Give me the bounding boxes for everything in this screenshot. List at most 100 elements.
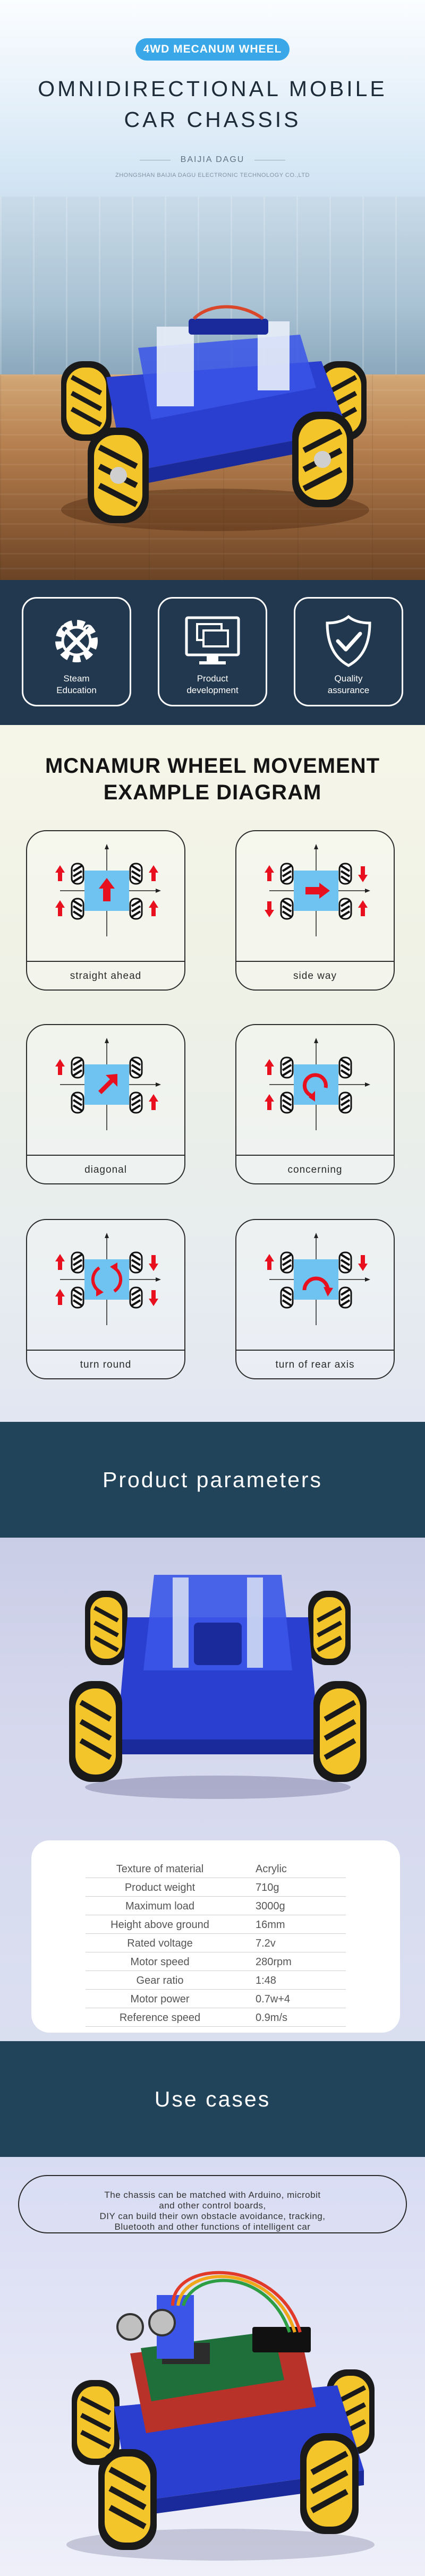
mecanum-wheel [338, 863, 352, 885]
use-description-text: The chassis can be matched with Arduino,… [19, 2190, 406, 2232]
mecanum-wheel [129, 1286, 143, 1309]
use-cases-header: Use cases [0, 2041, 425, 2157]
wheel-roller [72, 865, 83, 872]
axis-arrow-icon [105, 1233, 109, 1238]
arrow-up-icon [55, 865, 65, 881]
arrow-up-icon [265, 865, 274, 881]
mecanum-wheel [129, 1091, 143, 1114]
diagram-title-line2: EXAMPLE DIAGRAM [103, 781, 322, 804]
arrow-down-icon [149, 1255, 158, 1271]
wheel-roller [340, 870, 351, 877]
wheel-roller [340, 1069, 351, 1077]
front-left-wheel [88, 428, 149, 523]
wheel-roller [72, 1059, 83, 1066]
hero-title-line2: CAR CHASSIS [124, 107, 301, 132]
wheel-roller [72, 910, 83, 918]
card-diagonal: diagonal [26, 1024, 185, 1184]
param-value: 0.7w+4 [256, 1993, 291, 2005]
feature-label-line1: Quality [334, 673, 363, 684]
arrow-up-icon [149, 865, 158, 881]
wheel-roller [72, 1289, 83, 1296]
arrow-diagonal-icon [98, 1074, 117, 1094]
arrow-head-icon [324, 1287, 333, 1296]
param-value: 7.2v [256, 1938, 276, 1949]
use-line: Bluetooth and other functions of intelli… [114, 2222, 311, 2232]
arrow-up-icon [265, 1254, 274, 1270]
mecanum-wheel [71, 1056, 84, 1079]
wheel-roller [340, 1064, 351, 1071]
param-key: Texture of material [116, 1863, 204, 1875]
wheel-roller [72, 1104, 83, 1112]
mecanum-wheel [129, 863, 143, 885]
arrow-down-icon [149, 1290, 158, 1306]
mecanum-wheel [280, 1251, 294, 1274]
rotate-arrow-icon [302, 1073, 328, 1098]
brand-name: BAIJIA DAGU [180, 155, 245, 164]
card-caption: turn of rear axis [275, 1359, 355, 1370]
card-caption: straight ahead [70, 970, 142, 982]
mecanum-wheel [71, 1251, 84, 1274]
mecanum-wheel [338, 1251, 352, 1274]
wheel-roller [131, 1104, 141, 1112]
mecanum-wheel [338, 898, 352, 920]
wheel-roller [282, 900, 292, 907]
wheel-roller [282, 1064, 292, 1071]
wheel-roller [72, 1253, 83, 1261]
wheel-roller [340, 905, 351, 912]
wheel-roller [282, 1094, 292, 1101]
feature-label: Steam Education [23, 673, 130, 696]
wheel-roller [72, 1069, 83, 1077]
axis-arrow-icon [314, 844, 318, 849]
turn-round-diagram [55, 1233, 161, 1325]
wheel-roller [131, 1299, 141, 1307]
arrow-head-icon [309, 1091, 315, 1102]
arrow-down-icon [265, 901, 274, 917]
features-section: Steam Education Product development [0, 580, 425, 725]
wheel-roller [131, 1294, 141, 1301]
param-value: 1:48 [256, 1975, 276, 1986]
wheel-roller [131, 1289, 141, 1296]
param-value: 0.9m/s [256, 2012, 288, 2024]
mecanum-wheel [71, 1091, 84, 1114]
axis-arrow-icon [314, 1233, 318, 1238]
arrow-up-icon [265, 1094, 274, 1110]
wheel-roller [131, 1099, 141, 1106]
axis-arrow-icon [105, 844, 109, 849]
param-key: Product weight [124, 1882, 196, 1893]
car-body [84, 1259, 129, 1300]
front-right-wheel [292, 412, 353, 507]
divider [27, 1155, 184, 1156]
wheel-roller [72, 1294, 83, 1301]
wheel-roller [131, 910, 141, 918]
feature-quality-assurance: Quality assurance [294, 597, 403, 706]
car-chassis-photo [61, 305, 369, 531]
divider [236, 1350, 394, 1351]
wheel-roller [282, 875, 292, 883]
mecanum-wheel [71, 863, 84, 885]
rotate-arrow-icon [302, 1276, 330, 1291]
wheel-roller [282, 870, 292, 877]
hero-title: OMNIDIRECTIONAL MOBILE CAR CHASSIS [0, 73, 425, 135]
hero-title-line1: OMNIDIRECTIONAL MOBILE [38, 76, 387, 101]
wheel-roller [282, 1289, 292, 1296]
wheel-roller [131, 1094, 141, 1101]
wheel-roller [72, 1259, 83, 1266]
wheel-roller [72, 900, 83, 907]
card-caption: side way [293, 970, 337, 982]
arrow-up-icon [55, 1059, 65, 1075]
feature-label: Quality assurance [295, 673, 402, 696]
mecanum-wheel [280, 1091, 294, 1114]
wheel-roller [282, 1104, 292, 1112]
wheel-roller [340, 910, 351, 918]
wheel-roller [282, 1294, 292, 1301]
arrow-up-icon [265, 1059, 274, 1075]
mecanum-wheel [129, 1251, 143, 1274]
param-value: 280rpm [256, 1956, 292, 1968]
wheel-roller [72, 1064, 83, 1071]
wheel-roller [72, 1299, 83, 1307]
